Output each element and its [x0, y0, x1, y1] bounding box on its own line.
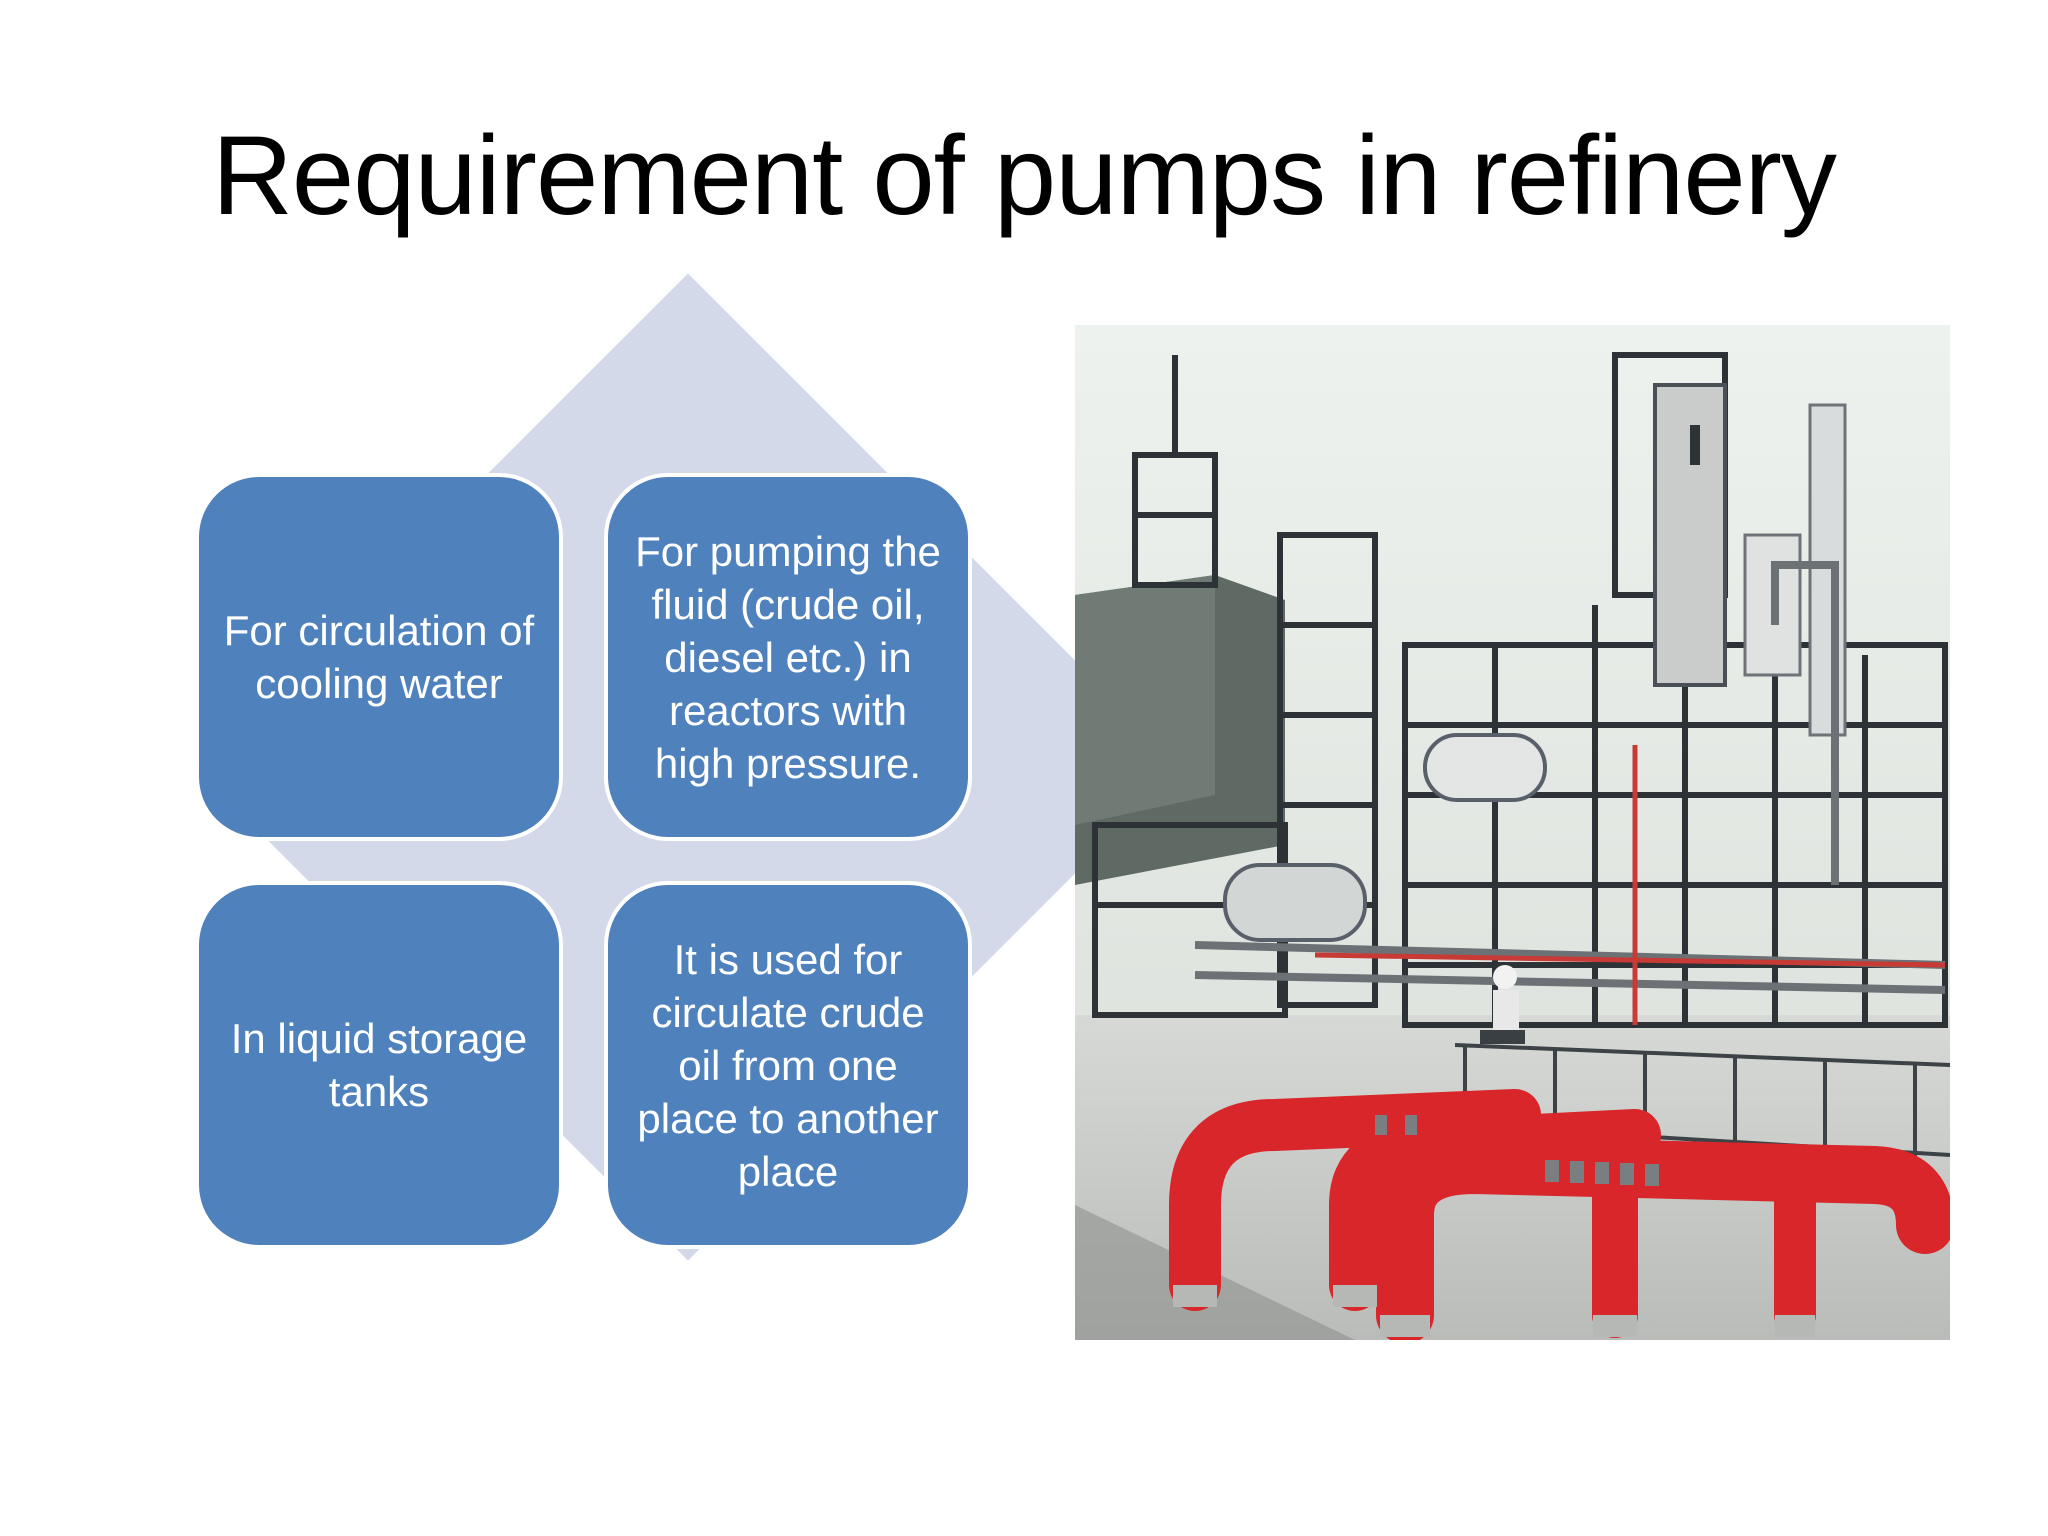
refinery-illustration: [1075, 325, 1950, 1340]
matrix-diagram: For circulation of cooling water For pum…: [100, 273, 1182, 1355]
cell-storage-tanks: In liquid storage tanks: [195, 881, 563, 1249]
cell-cooling-water: For circulation of cooling water: [195, 473, 563, 841]
cell-circulate-crude: It is used for circulate crude oil from …: [604, 881, 972, 1249]
slide-title: Requirement of pumps in refinery: [212, 113, 1837, 238]
refinery-photo: [1075, 325, 1950, 1340]
cell-pumping-fluid: For pumping the fluid (crude oil, diesel…: [604, 473, 972, 841]
